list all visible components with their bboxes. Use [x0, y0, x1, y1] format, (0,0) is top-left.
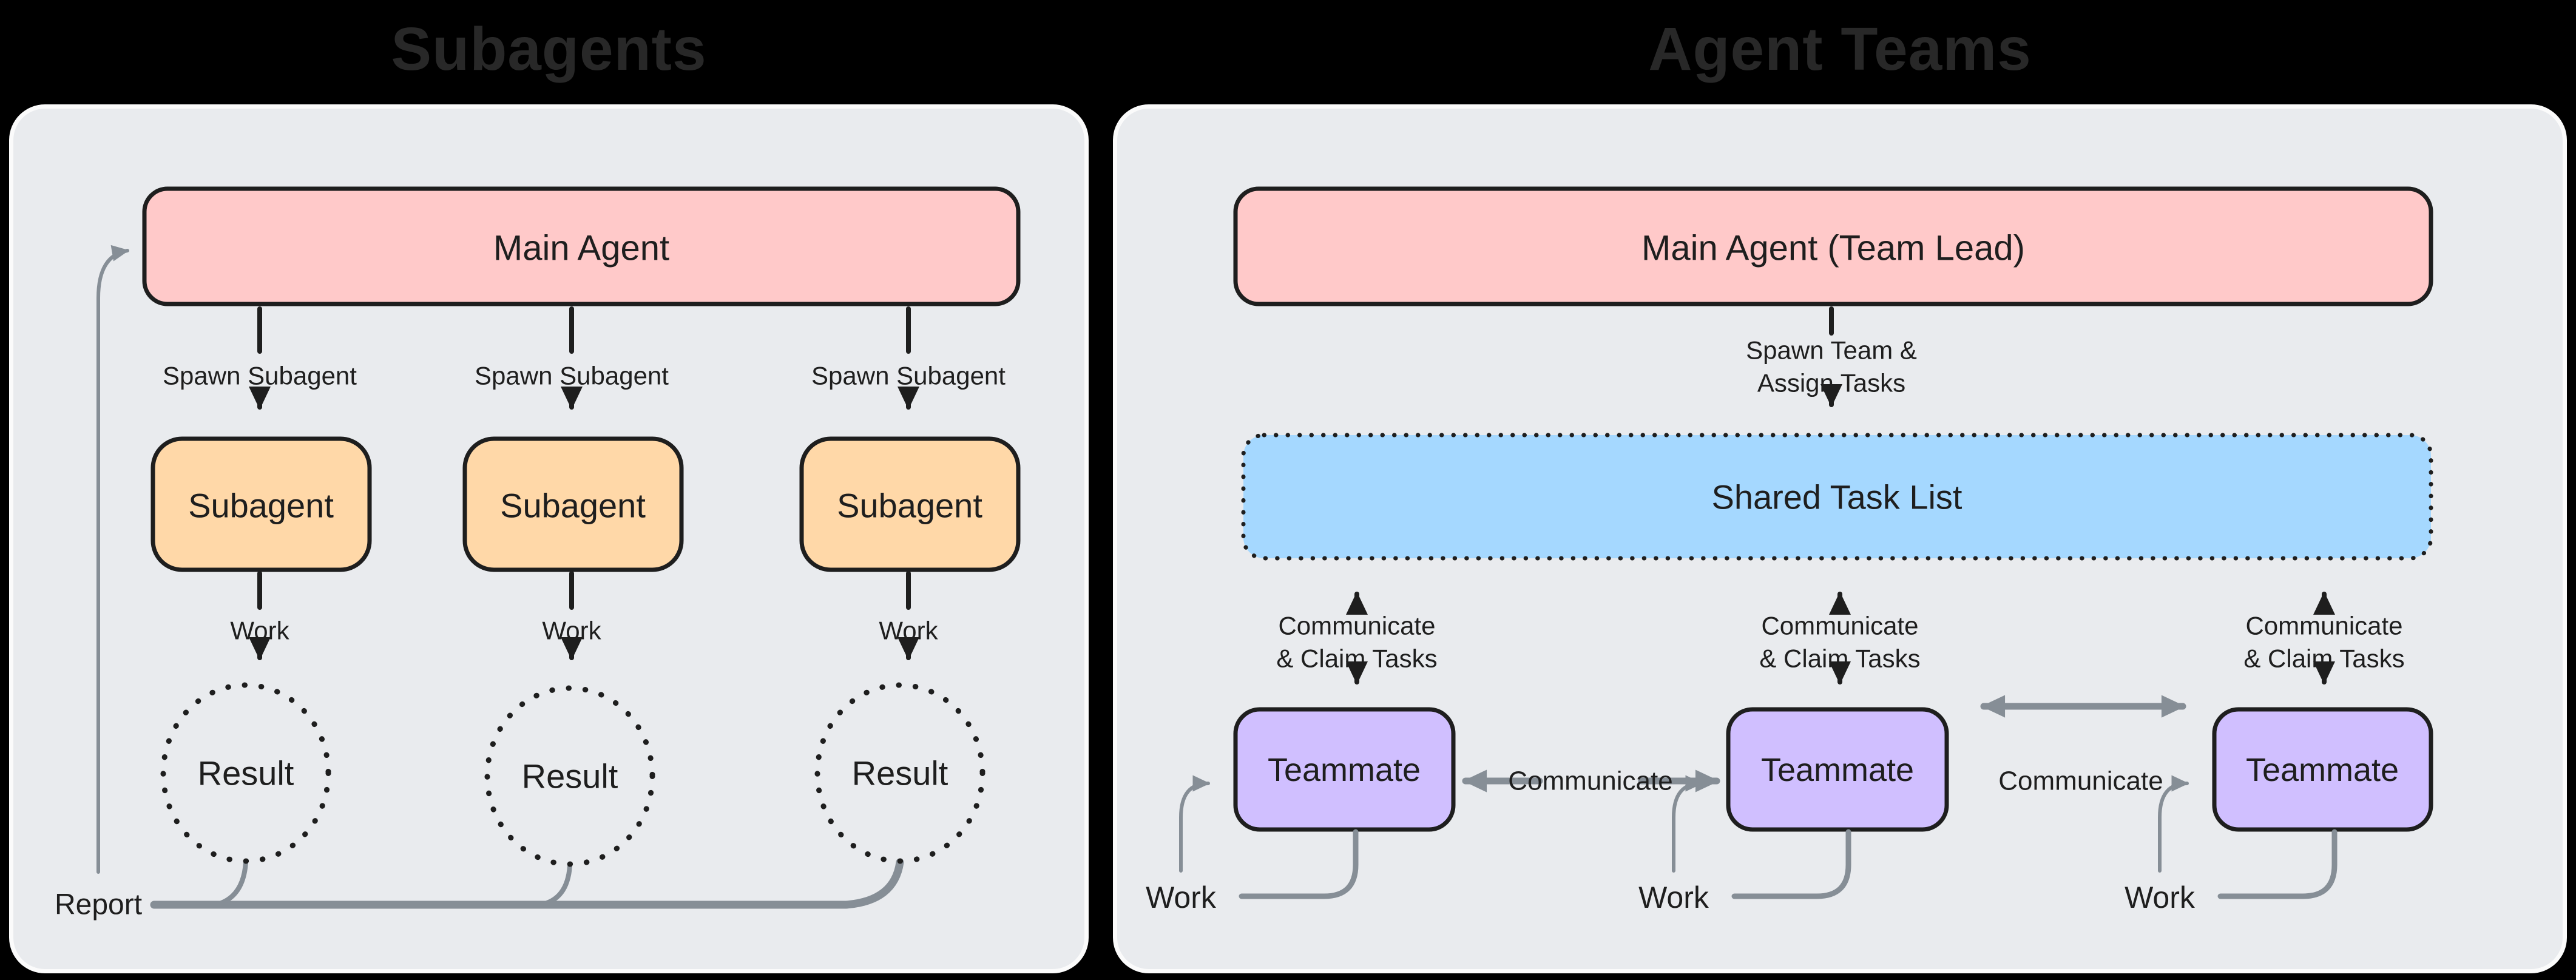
shared-task-list-node: Shared Task List: [1241, 433, 2433, 561]
subagents-diagram: Report Main Agent Spawn Subagent Spawn S…: [55, 186, 1021, 921]
result-1-tail: [213, 860, 248, 907]
work-loop-1: [1179, 775, 1359, 899]
spawn-label-2: Spawn Subagent: [475, 362, 669, 390]
teammate-node-2: Teammate: [1726, 707, 1949, 832]
work-loop-3: [2158, 775, 2338, 899]
spawn-label-1: Spawn Subagent: [163, 362, 357, 390]
result-2-tail: [538, 863, 572, 907]
result-label-3: Result: [852, 754, 948, 792]
subagent-node-2: Subagent: [462, 436, 684, 572]
work-loop-2: [1672, 775, 1851, 899]
right-diagram-title: Agent Teams: [1648, 15, 2032, 83]
shared-task-list-label: Shared Task List: [1712, 478, 1962, 516]
work-label-2: Work: [542, 617, 601, 645]
subagent-node-3: Subagent: [799, 436, 1021, 572]
subagent-label-1: Subagent: [188, 487, 334, 525]
communicate-label-1-2: Communicate: [1508, 766, 1672, 796]
teammate-label-3: Teammate: [2246, 752, 2399, 788]
result-node-2: Result: [484, 685, 655, 867]
claim-label-3-line2: & Claim Tasks: [2243, 644, 2404, 673]
work-label-2: Work: [1638, 880, 1709, 914]
subagents-panel: Report Main Agent Spawn Subagent Spawn S…: [13, 109, 1084, 969]
left-diagram-title: Subagents: [391, 15, 707, 83]
team-lead-node: Main Agent (Team Lead): [1233, 186, 2433, 306]
main-agent-label: Main Agent: [493, 229, 669, 268]
agent-teams-diagram: Main Agent (Team Lead) Spawn Team & Assi…: [1146, 186, 2433, 914]
teammate-node-1: Teammate: [1233, 707, 1456, 832]
report-label: Report: [55, 889, 142, 921]
claim-label-1-line1: Communicate: [1278, 612, 1435, 640]
result-label-1: Result: [198, 754, 294, 792]
main-agent-node: Main Agent: [142, 186, 1021, 306]
work-label-1: Work: [1146, 880, 1217, 914]
spawn-label-3: Spawn Subagent: [811, 362, 1006, 390]
report-bus-line: [150, 858, 904, 909]
subagent-label-2: Subagent: [500, 487, 646, 525]
report-up-arrow: [96, 245, 129, 874]
claim-label-3-line1: Communicate: [2245, 612, 2402, 640]
teammate-node-3: Teammate: [2212, 707, 2433, 832]
result-node-3: Result: [814, 682, 985, 864]
agent-teams-panel: Main Agent (Team Lead) Spawn Team & Assi…: [1117, 109, 2563, 969]
spawn-team-label-line1: Spawn Team &: [1746, 336, 1917, 365]
work-label-3: Work: [879, 617, 938, 645]
work-label-3: Work: [2125, 880, 2196, 914]
teammate-label-1: Teammate: [1268, 752, 1421, 788]
teammate-label-2: Teammate: [1761, 752, 1914, 788]
subagent-label-3: Subagent: [837, 487, 982, 525]
subagent-node-1: Subagent: [150, 436, 372, 572]
result-node-1: Result: [160, 682, 331, 864]
claim-label-2-line2: & Claim Tasks: [1759, 644, 1920, 673]
spawn-team-label-line2: Assign Tasks: [1757, 369, 1905, 397]
claim-label-1-line2: & Claim Tasks: [1276, 644, 1437, 673]
work-label-1: Work: [230, 617, 289, 645]
team-lead-label: Main Agent (Team Lead): [1641, 229, 2025, 268]
report-connector: [96, 245, 904, 909]
result-label-2: Result: [522, 757, 618, 796]
communicate-label-2-3: Communicate: [1998, 766, 2163, 796]
claim-label-2-line1: Communicate: [1761, 612, 1918, 640]
